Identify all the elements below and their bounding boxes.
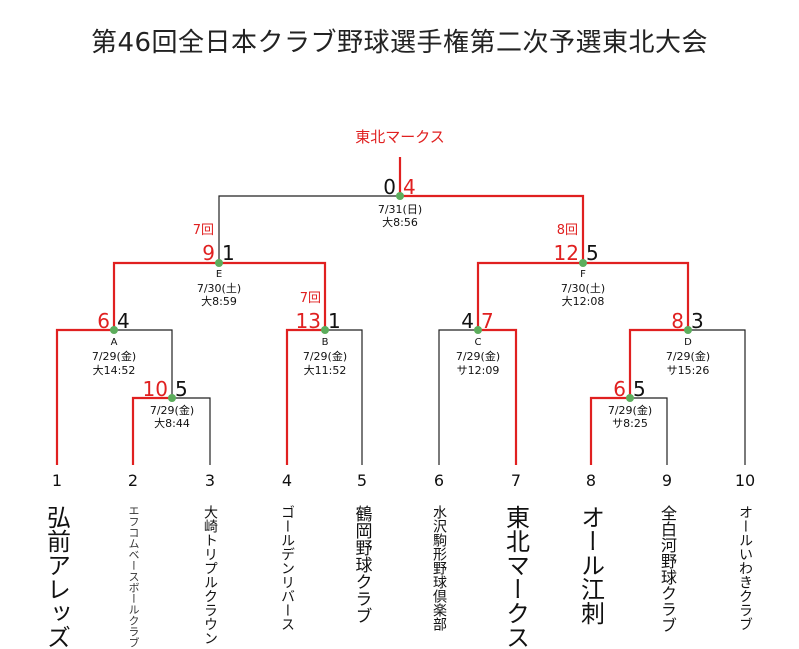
team-number-2: 2 (127, 471, 139, 490)
team-name-10: オールいわきクラブ (737, 505, 753, 631)
champion-label: 東北マークス (355, 128, 445, 146)
match-node-final (396, 192, 404, 200)
final-left-score: 0 (383, 175, 396, 199)
match-f-right-score: 5 (586, 241, 599, 265)
match-node-b (321, 326, 329, 334)
match-f-note: 8回 (557, 223, 578, 238)
match-d-date: 7/29(金) (666, 349, 710, 363)
match-a-id: A (111, 337, 118, 348)
match-d-id: D (684, 337, 692, 348)
match-r1a-right-score: 5 (175, 377, 188, 401)
match-e-date: 7/30(土) (197, 282, 241, 295)
final-date: 7/31(日) (378, 203, 422, 216)
match-c-right-score: 7 (481, 309, 494, 333)
match-f-date: 7/30(土) (561, 282, 605, 295)
match-a-time: 大14:52 (93, 363, 136, 377)
match-a-right-score: 4 (117, 309, 130, 333)
match-b-note: 7回 (300, 291, 321, 306)
match-c-left-score: 4 (461, 309, 474, 333)
final-time: 大8:56 (382, 215, 418, 229)
match-r1a-left-score: 10 (143, 377, 168, 401)
match-c-time: サ12:09 (457, 364, 500, 377)
match-b-left-score: 13 (296, 309, 321, 333)
team-number-8: 8 (585, 471, 597, 490)
match-e-id: E (216, 269, 222, 280)
match-node-r1a (168, 394, 176, 402)
team-name-5: 鶴岡野球クラブ (351, 505, 372, 624)
match-r1b-date: 7/29(金) (608, 403, 652, 417)
team-name-2: エフコムベースボールクラブ (127, 505, 140, 648)
team-name-7: 東北マークス (501, 505, 530, 649)
team-number-10: 10 (734, 471, 756, 490)
team-name-4: ゴールデンリバース (279, 505, 295, 631)
match-b-time: 大11:52 (304, 363, 347, 377)
match-r1b-left-score: 6 (613, 377, 626, 401)
match-e-left-score: 9 (202, 241, 215, 265)
match-e-note: 7回 (193, 223, 214, 238)
team-name-6: 水沢駒形野球倶楽部 (431, 505, 447, 631)
match-node-f (579, 259, 587, 267)
team-number-4: 4 (281, 471, 293, 490)
match-node-r1b (626, 394, 634, 402)
match-f-time: 大12:08 (562, 294, 605, 308)
match-node-c (474, 326, 482, 334)
match-f-id: F (580, 269, 586, 280)
match-e-time: 大8:59 (201, 294, 237, 308)
team-name-1: 弘前アレッズ (42, 505, 71, 649)
match-a-date: 7/29(金) (92, 349, 136, 363)
match-node-d (684, 326, 692, 334)
match-d-time: サ15:26 (667, 364, 710, 377)
page-title: 第46回全日本クラブ野球選手権第二次予選東北大会 (90, 28, 709, 58)
match-d-right-score: 3 (691, 309, 704, 333)
match-e-right-score: 1 (222, 241, 235, 265)
match-r1b-time: サ8:25 (612, 417, 648, 430)
team-number-6: 6 (433, 471, 445, 490)
match-c-id: C (475, 337, 482, 348)
team-number-1: 1 (51, 471, 63, 490)
match-r1a-date: 7/29(金) (150, 403, 194, 417)
match-r1b-right-score: 5 (633, 377, 646, 401)
team-name-3: 大崎トリプルクラウン (202, 505, 218, 645)
team-number-7: 7 (510, 471, 522, 490)
match-b-right-score: 1 (328, 309, 341, 333)
match-node-e (215, 259, 223, 267)
team-name-8: オール江刺 (576, 505, 605, 625)
match-r1a-time: 大8:44 (154, 416, 190, 430)
match-b-date: 7/29(金) (303, 349, 347, 363)
match-c-date: 7/29(金) (456, 349, 500, 363)
team-name-9: 全白河野球クラブ (658, 505, 677, 633)
match-b-id: B (322, 337, 329, 348)
match-node-a (110, 326, 118, 334)
team-number-9: 9 (661, 471, 673, 490)
team-number-5: 5 (356, 471, 368, 490)
match-nodes (110, 192, 692, 402)
match-d-left-score: 8 (671, 309, 684, 333)
team-number-3: 3 (204, 471, 216, 490)
match-a-left-score: 6 (97, 309, 110, 333)
final-right-score: 4 (403, 175, 416, 199)
winner-path (55, 157, 690, 465)
match-f-left-score: 12 (554, 241, 579, 265)
